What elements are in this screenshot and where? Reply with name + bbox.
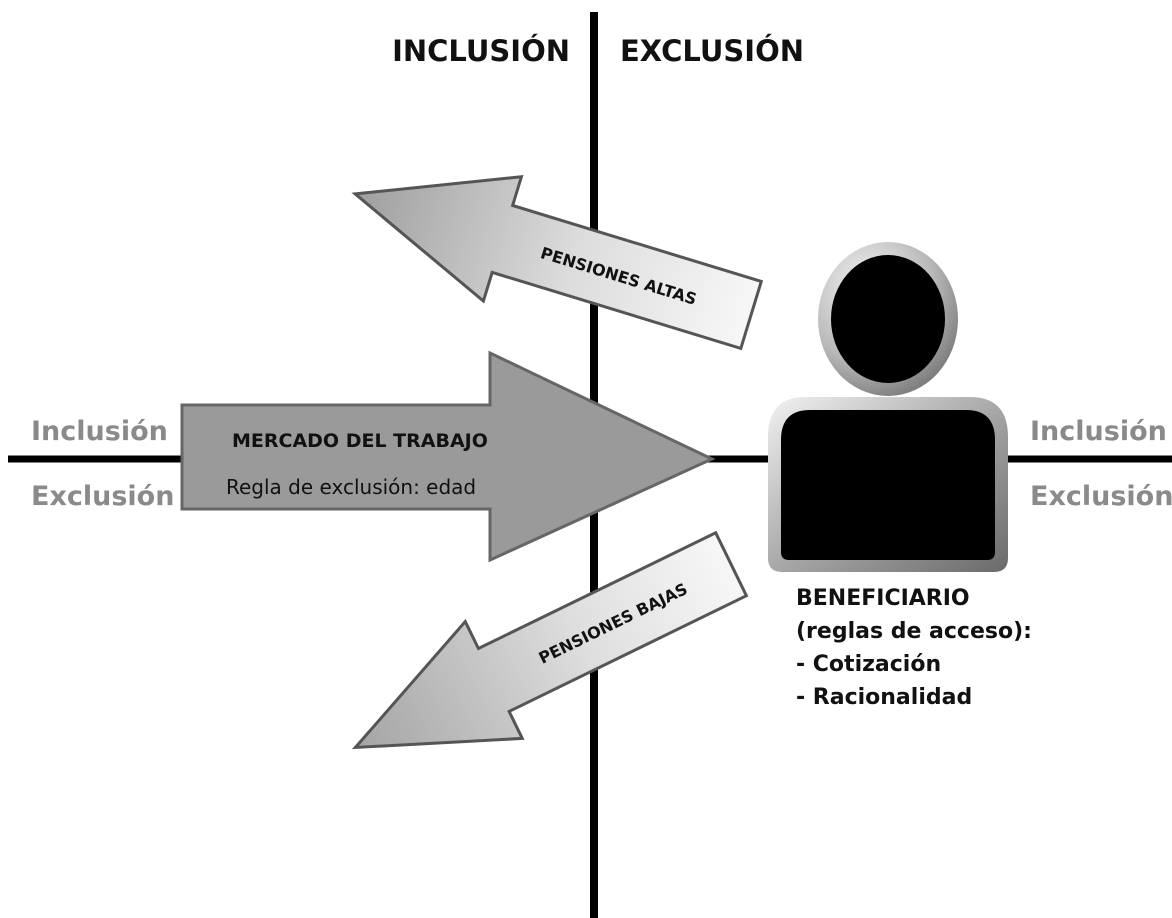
right-exclusion-label: Exclusión (1030, 481, 1172, 512)
mercado-trabajo-title: MERCADO DEL TRABAJO (232, 430, 488, 452)
beneficiario-rules-heading: (reglas de acceso): (796, 619, 1032, 644)
mercado-trabajo-arrow: MERCADO DEL TRABAJO Regla de exclusión: … (180, 350, 716, 563)
figure-body (781, 410, 995, 560)
mercado-trabajo-rule: Regla de exclusión: edad (226, 475, 476, 499)
left-inclusion-label: Inclusión (31, 416, 168, 447)
right-inclusion-label: Inclusión (1030, 416, 1167, 447)
beneficiario-title: BENEFICIARIO (796, 586, 970, 611)
pensiones-altas-arrow: PENSIONES ALTAS (351, 175, 764, 351)
pensiones-bajas-arrow: PENSIONES BAJAS (351, 530, 749, 750)
figure-head (831, 255, 945, 383)
beneficiario-figure (768, 242, 1008, 572)
header-exclusion: EXCLUSIÓN (620, 34, 804, 68)
left-exclusion-label: Exclusión (31, 481, 174, 512)
beneficiario-rule-racionalidad: - Racionalidad (796, 685, 972, 710)
header-inclusion: INCLUSIÓN (392, 34, 570, 68)
beneficiario-rule-cotizacion: - Cotización (796, 652, 941, 677)
